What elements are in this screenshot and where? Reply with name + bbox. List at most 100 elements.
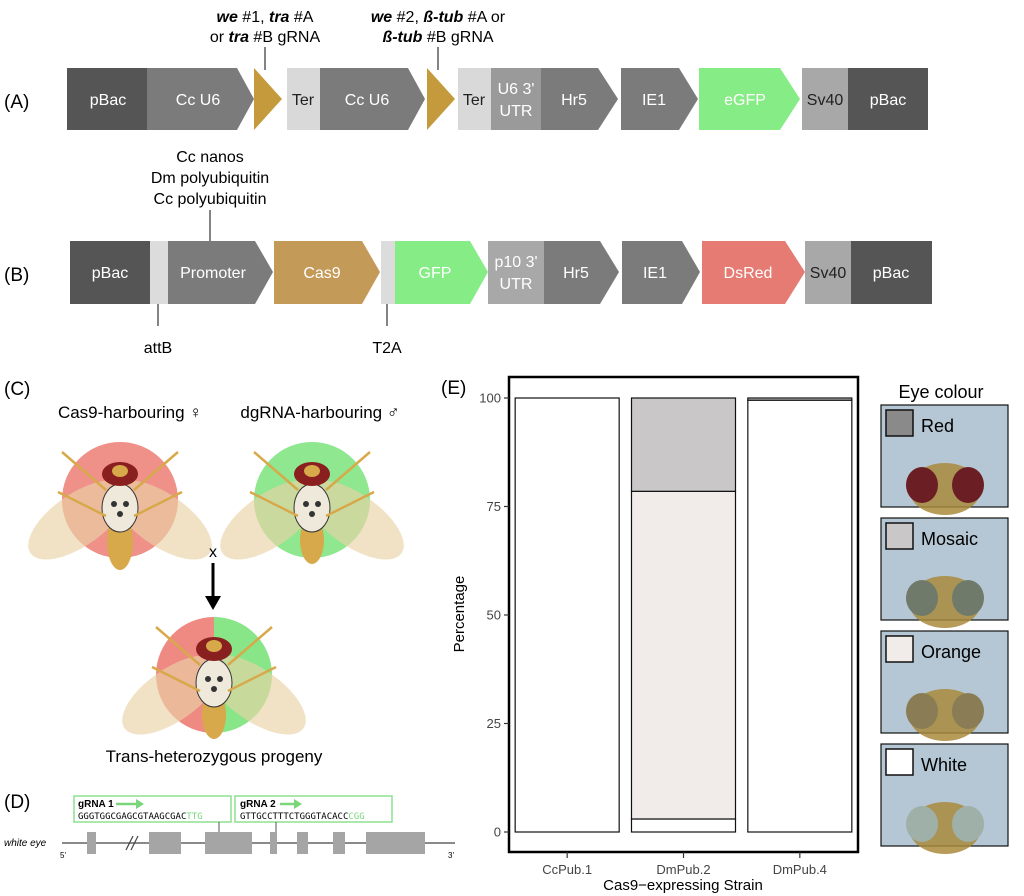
construct-a-ie1	[621, 68, 698, 130]
grna1-note-line1: we #1, tra #A	[217, 9, 314, 26]
exon-1	[87, 832, 96, 854]
panel-d-label: (D)	[4, 792, 30, 813]
male-label: dgRNA-harbouring ♂	[240, 403, 399, 422]
panel-e-label: (E)	[441, 378, 466, 399]
grna1-note-line2: or tra #B gRNA	[210, 29, 321, 46]
construct-b-pbac-left	[70, 241, 150, 304]
cross-symbol: x	[209, 544, 217, 561]
construct-b-dsred-label: DsRed	[724, 265, 773, 282]
construct-b-sv40-label: Sv40	[810, 265, 847, 282]
exon-6	[333, 832, 345, 854]
fly-eye-left	[906, 580, 938, 616]
grna2-sequence: GTTGCCTTTCTGGGTACACCCGG	[240, 812, 365, 822]
construct-a-ccu6-1	[147, 68, 254, 130]
construct-b-dsred	[702, 241, 805, 304]
three-prime-label: 3'	[448, 851, 454, 860]
construct-b-pbac-left-label: pBac	[92, 265, 128, 282]
promoter-option-2: Dm polyubiquitin	[151, 170, 269, 187]
promoter-options: Cc nanos Dm polyubiquitin Cc polyubiquit…	[151, 149, 269, 241]
bar-segment-mosaic	[747, 397, 853, 401]
construct-b-pbac-right	[851, 241, 932, 304]
construct-a-pbac-left-label: pBac	[90, 92, 126, 109]
grna1-title: gRNA 1	[78, 799, 114, 810]
construct-a-u6-utr-label1: U6 3'	[498, 81, 535, 98]
legend-swatch	[885, 522, 914, 550]
panel-b-label: (B)	[4, 265, 29, 286]
construct-a-pbac-right	[848, 68, 928, 130]
construct-b-promoter	[168, 241, 273, 304]
construct-b-p10-utr	[488, 241, 544, 304]
fly-eye-right	[952, 467, 984, 503]
construct-a-pbac-left	[67, 68, 149, 130]
construct-a-u6-utr-label2: UTR	[500, 103, 533, 120]
gene-label: white eye	[4, 838, 47, 849]
panel-a-label: (A)	[4, 92, 29, 113]
x-tick-label: DmPub.4	[773, 862, 827, 877]
bar-segment-white	[630, 818, 737, 833]
x-tick-label: CcPub.1	[542, 862, 592, 877]
construct-b-gfp	[395, 241, 488, 304]
construct-b-ie1-label: IE1	[643, 265, 667, 282]
legend-item-mosaic: Mosaic	[880, 517, 1009, 628]
construct-b-p10-label1: p10 3'	[494, 254, 537, 271]
construct-a: pBac Cc U6 Ter Cc U6 Ter U6 3' UTR Hr5 I…	[67, 68, 928, 130]
x-tick-label: DmPub.2	[656, 862, 710, 877]
female-label: Cas9-harbouring ♀	[58, 403, 202, 422]
construct-b: pBac Promoter Cas9 GFP p10 3' UTR Hr5 IE…	[70, 241, 932, 304]
legend-item-red: Red	[880, 404, 1009, 515]
grna2-note-line1: we #2, ß-tub #A or	[371, 9, 506, 26]
promoter-option-3: Cc polyubiquitin	[154, 191, 267, 208]
construct-a-grna2-triangle	[427, 68, 455, 130]
construct-a-egfp-label: eGFP	[724, 92, 766, 109]
fly-eye-right	[952, 580, 984, 616]
fly-eye-right	[952, 693, 984, 729]
construct-b-t2a	[381, 241, 395, 304]
construct-a-ter-1-label: Ter	[292, 92, 315, 109]
construct-a-hr5	[541, 68, 618, 130]
construct-b-gfp-label: GFP	[419, 265, 452, 282]
legend-swatch	[885, 409, 914, 437]
construct-b-cas9-label: Cas9	[303, 265, 340, 282]
construct-a-egfp	[699, 68, 800, 130]
fly-eye-left	[906, 467, 938, 503]
progeny-label: Trans-heterozygous progeny	[106, 747, 323, 766]
grna2-annotation: we #2, ß-tub #A or ß-tub #B gRNA	[371, 9, 506, 70]
fly-eye-left	[906, 693, 938, 729]
bar-segment-mosaic	[630, 397, 737, 492]
construct-b-cas9	[274, 241, 380, 304]
exon-2	[149, 832, 181, 854]
grna1-box: gRNA 1 GGGTGGCGAGCGTAAGCGACTTG	[73, 795, 232, 823]
construct-b-p10-label2: UTR	[500, 276, 533, 293]
construct-b-sv40	[805, 241, 851, 304]
legend-label: Orange	[921, 642, 981, 662]
y-tick-label: 100	[479, 391, 501, 406]
legend-item-white: White	[880, 743, 1009, 854]
legend-item-orange: Orange	[880, 630, 1009, 741]
cross-arrow-head	[205, 596, 221, 610]
exon-7	[366, 832, 425, 854]
y-tick-label: 0	[494, 825, 501, 840]
panel-c-label: (C)	[4, 379, 30, 400]
construct-a-sv40-label: Sv40	[807, 92, 844, 109]
construct-a-u6-utr	[491, 68, 541, 130]
progeny-fly-illustration	[122, 617, 306, 739]
legend-label: Mosaic	[921, 529, 978, 549]
construct-a-sv40	[802, 68, 848, 130]
construct-b-ie1	[622, 241, 700, 304]
grna1-sequence: GGGTGGCGAGCGTAAGCGACTTG	[78, 812, 203, 822]
construct-a-pbac-right-label: pBac	[870, 92, 906, 109]
construct-a-ccu6-1-label: Cc U6	[176, 92, 221, 109]
t2a-label: T2A	[372, 340, 402, 357]
construct-b-pbac-right-label: pBac	[873, 265, 909, 282]
construct-b-promoter-label: Promoter	[180, 265, 246, 282]
construct-a-ter-1	[287, 68, 320, 130]
y-tick-label: 50	[487, 608, 501, 623]
chart-bars	[514, 397, 853, 833]
white-eye-gene-model: white eye 5' 3'	[4, 832, 455, 860]
construct-b-hr5-label: Hr5	[563, 265, 589, 282]
grna2-box: gRNA 2 GTTGCCTTTCTGGGTACACCCGG	[234, 795, 393, 823]
